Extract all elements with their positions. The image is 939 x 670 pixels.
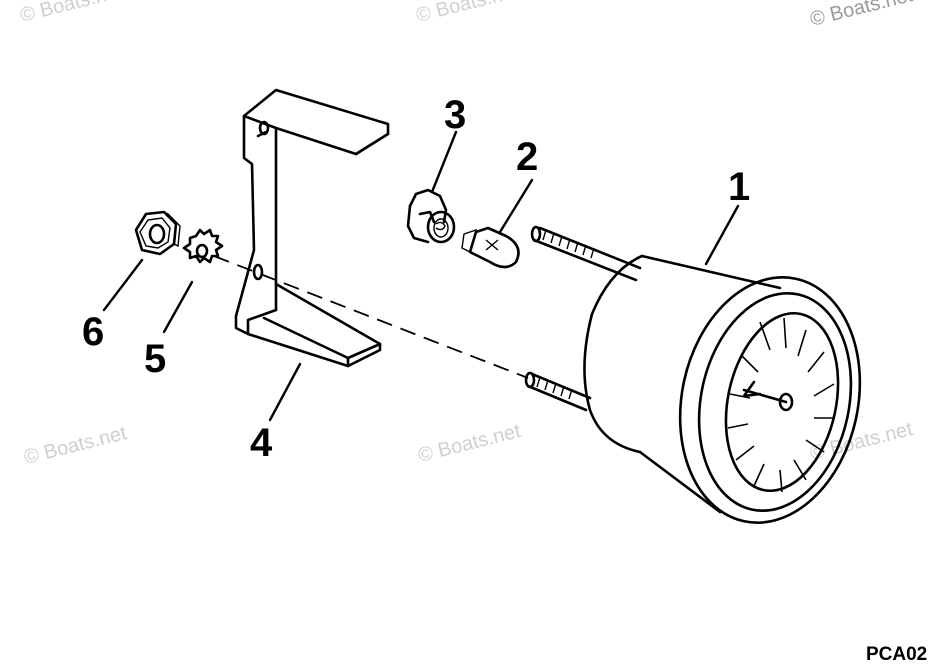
watermark-mid-right: © Boats.net — [808, 418, 915, 465]
leader-line-1 — [704, 204, 740, 266]
callout-1: 1 — [728, 165, 750, 209]
bulb-socket-icon — [406, 188, 456, 244]
leader-line-2 — [498, 178, 534, 234]
callout-6: 6 — [82, 310, 104, 354]
callout-5: 5 — [144, 337, 166, 381]
bracket-icon — [234, 88, 390, 368]
assembly-axis-line — [213, 255, 529, 379]
gauge-needle — [742, 380, 794, 412]
bulb-icon — [461, 226, 520, 269]
gauge-icon — [524, 225, 862, 524]
leader-line-5 — [162, 280, 194, 334]
callout-4: 4 — [250, 421, 273, 465]
leader-line-6 — [102, 258, 144, 312]
leader-line-4 — [268, 362, 302, 422]
leader-line-3 — [430, 130, 458, 194]
watermark-mid-left: © Boats.net — [22, 422, 129, 469]
callout-2: 2 — [516, 135, 538, 179]
hex-nut-icon — [134, 210, 181, 256]
callout-3: 3 — [444, 93, 466, 137]
figure-code: PCA02 — [866, 644, 927, 665]
watermark-top-left: © Boats.net — [18, 0, 125, 27]
watermark-mid-center: © Boats.net — [416, 420, 523, 467]
gauge-dial-ticks — [727, 317, 835, 493]
gauge-stud-top — [530, 225, 642, 282]
leader-lines — [102, 130, 740, 422]
watermark-top-right: © Boats.net — [808, 0, 915, 31]
gauge-stud-bottom — [524, 371, 592, 412]
lock-washer-icon — [182, 228, 224, 264]
watermark-top-mid: © Boats.net — [414, 0, 521, 27]
